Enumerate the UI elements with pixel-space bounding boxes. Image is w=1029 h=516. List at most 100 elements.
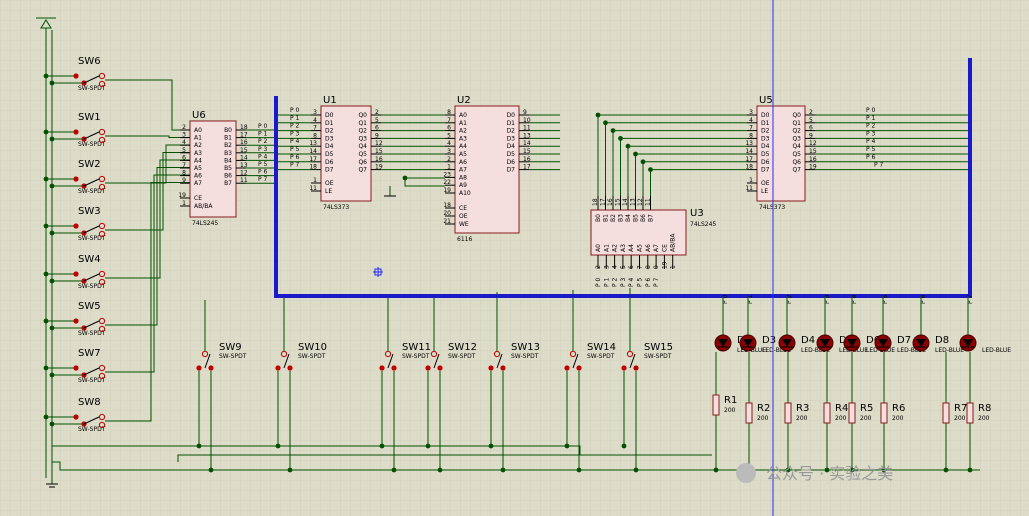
switch-ref-label: SW2 (78, 159, 101, 170)
junction-dot (49, 230, 55, 236)
junction-dot (621, 443, 627, 449)
switch-ref-label: SW6 (78, 56, 101, 67)
pin-name: B4 (224, 157, 232, 164)
pin-name: A3 (459, 135, 467, 142)
pin-name: D4 (507, 143, 516, 150)
wire (105, 167, 190, 326)
junction-dot (425, 443, 431, 449)
pin-number: 13 (240, 162, 248, 169)
pin-name: B3 (618, 214, 625, 222)
chip-type-label: 74LS245 (192, 220, 218, 227)
resistor-body (942, 402, 950, 424)
pin-number: 4 (313, 117, 317, 124)
switch-pin (73, 318, 79, 324)
pin-number: 15 (375, 148, 383, 155)
pin-number: 8 (749, 132, 753, 139)
pin-number: 9 (523, 109, 527, 116)
pin-name: A4 (628, 244, 635, 252)
pin-name: A0 (459, 112, 467, 119)
pin-number: 18 (745, 164, 753, 171)
pin-name: Q5 (358, 151, 367, 158)
pin-number: 12 (240, 170, 248, 177)
switch-pin (500, 365, 506, 371)
bus-net-label: P 5 (882, 294, 889, 304)
pin-name: B7 (224, 180, 232, 187)
switch-pin (98, 364, 106, 372)
switch-lever (283, 353, 290, 369)
pin-name: D1 (507, 120, 516, 127)
switch-pin (98, 183, 106, 191)
pin-name: B6 (224, 173, 232, 180)
chip-u2[interactable]: U26116A08A17A26A35A44A53A62A71A823A922A1… (443, 95, 530, 243)
pin-name: D4 (325, 143, 334, 150)
bus-net-label: P 3 (866, 130, 876, 137)
switch-ref-label: SW1 (78, 112, 101, 123)
pin-number: 15 (809, 148, 817, 155)
pin-name: B2 (610, 214, 617, 222)
bus-net-label: P 2 (866, 123, 876, 130)
pin-name: D3 (325, 135, 334, 142)
resistor-body (880, 402, 888, 424)
pin-number: 11 (645, 198, 652, 206)
led-type-label: LED-BLUE (897, 347, 926, 354)
bus-net-label: P 7 (653, 277, 660, 287)
pin-name: CE (661, 244, 668, 252)
pin-name: D6 (507, 159, 516, 166)
switch-pin (391, 365, 397, 371)
bottom-ground-bus (52, 461, 980, 471)
resistor-body (823, 402, 831, 424)
pin-name: A5 (637, 244, 644, 252)
pin-name: A5 (459, 151, 467, 158)
wire (105, 152, 190, 231)
cursor-crosshair-icon (373, 267, 383, 277)
switch-pin (633, 365, 639, 371)
switch-ref-label: SW5 (78, 301, 101, 312)
switch-ref-label: SW12 (448, 342, 477, 353)
pin-name: A10 (459, 190, 471, 197)
switch-pin (98, 136, 106, 144)
pin-name: A1 (603, 244, 610, 252)
pin-number: 7 (447, 117, 451, 124)
chip-u3[interactable]: U374LS245B018B117B216B315B414B513B612B71… (590, 196, 716, 287)
junction-dot (564, 443, 570, 449)
pin-name: A7 (653, 244, 660, 252)
pin-number: 18 (592, 198, 599, 206)
pin-number: 15 (523, 148, 531, 155)
power-terminal-icon (40, 19, 52, 29)
pin-number: 1 (182, 200, 186, 207)
pin-number: 3 (749, 109, 753, 116)
pin-name: D1 (761, 120, 770, 127)
pin-name: D0 (507, 112, 516, 119)
junction-dot (43, 271, 49, 277)
pin-name: D6 (761, 159, 770, 166)
pin-name: A8 (459, 174, 467, 181)
junction-dot (208, 467, 214, 473)
bus-net-label: P 6 (290, 154, 300, 161)
pin-number: 14 (309, 148, 317, 155)
pin-number: 19 (443, 187, 451, 194)
switch-lever (83, 416, 100, 425)
